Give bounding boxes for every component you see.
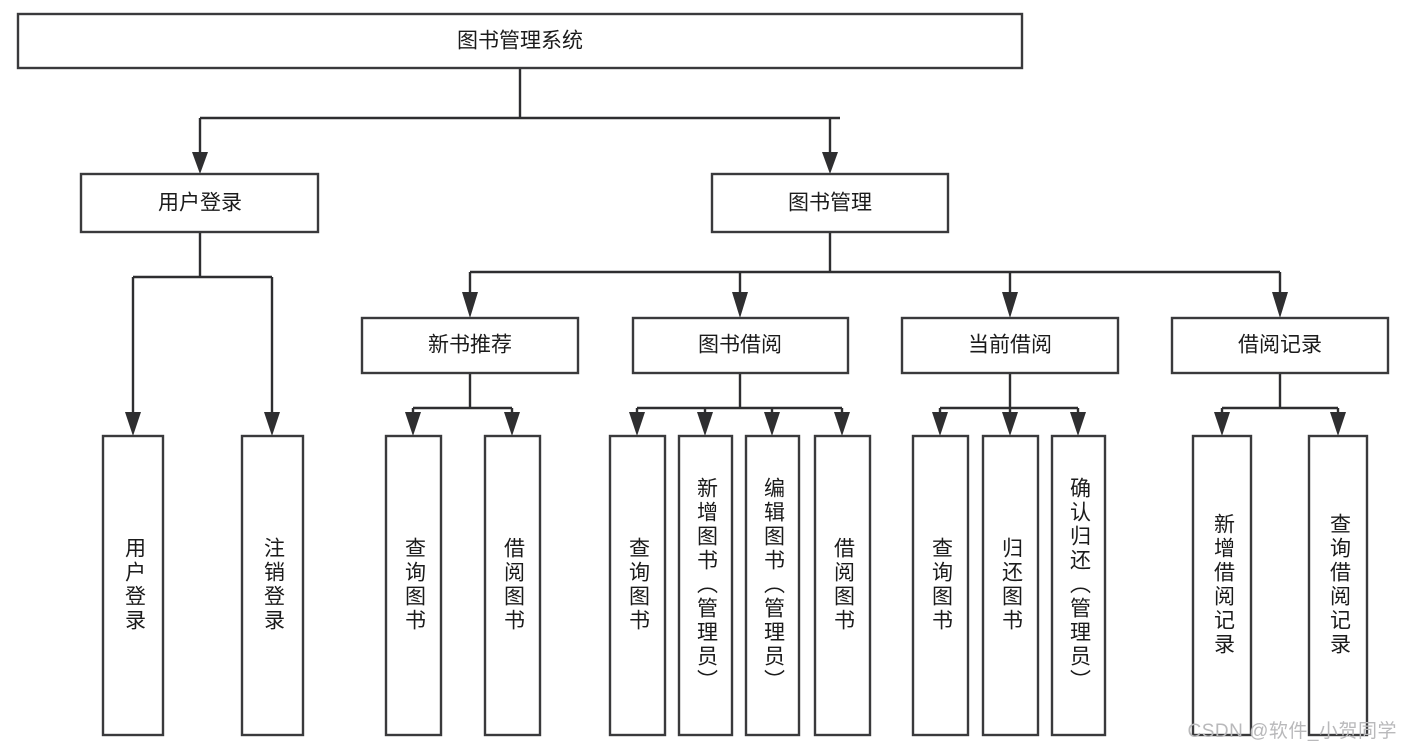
node-leaf-logout[interactable]: 注销登录 [240,434,305,737]
arrow-to-book-manage [822,152,838,174]
node-leaf-confirm-return-label: 确认归还（管理员） [1067,477,1091,693]
node-leaf-borrow-book-1-label: 借阅图书 [501,537,525,633]
node-book-manage[interactable]: 图书管理 [710,172,950,234]
arrow-to-leaf-edit-book [764,412,780,436]
node-leaf-confirm-return[interactable]: 确认归还（管理员） [1050,434,1107,737]
node-leaf-query-book-2-label: 查询图书 [626,537,650,633]
arrow-to-leaf-return-book [1002,412,1018,436]
node-leaf-query-book-3-box[interactable] [911,434,970,737]
connector-book-manage-bus [468,232,1282,296]
connector-root-bus [198,68,840,160]
connector-book-borrow-bus [635,373,844,418]
node-user-login-label: 用户登录 [158,192,242,215]
node-leaf-borrow-book-1[interactable]: 借阅图书 [483,434,542,737]
arrow-to-leaf-borrow-book-1 [504,412,520,436]
node-leaf-logout-label: 注销登录 [261,537,285,633]
node-leaf-add-book-label: 新增图书（管理员） [694,477,718,693]
arrow-to-leaf-borrow-book-2 [834,412,850,436]
node-leaf-query-book-2-box[interactable] [608,434,667,737]
connector-group-book-manage-to-level3 [462,232,1288,318]
node-leaf-query-record-label: 查询借阅记录 [1327,513,1351,657]
node-leaf-borrow-book-2-label: 借阅图书 [831,537,855,633]
arrow-to-user-login [192,152,208,174]
node-book-borrow[interactable]: 图书借阅 [631,316,850,375]
arrow-to-leaf-add-book [697,412,713,436]
node-leaf-query-book-1-label: 查询图书 [402,537,426,633]
node-leaf-query-record[interactable]: 查询借阅记录 [1307,434,1369,737]
connector-group-user-login-to-leaves [125,232,280,436]
node-book-borrow-label: 图书借阅 [698,334,782,357]
node-book-borrow-box[interactable] [631,316,850,375]
node-current-borrow-box[interactable] [900,316,1120,375]
connector-group-current-borrow-to-leaves [932,373,1086,436]
connector-current-borrow-bus [938,373,1080,418]
node-leaf-add-record-label: 新增借阅记录 [1211,513,1235,657]
arrow-to-leaf-user-login [125,412,141,436]
arrow-to-leaf-query-book-3 [932,412,948,436]
node-leaf-logout-box[interactable] [240,434,305,737]
node-book-manage-label: 图书管理 [788,192,872,215]
node-leaf-return-book-box[interactable] [981,434,1040,737]
node-leaf-return-book[interactable]: 归还图书 [981,434,1040,737]
connector-group-root-to-level2 [192,68,840,174]
node-root-box[interactable] [16,12,1024,70]
connector-group-new-book-recommend-to-leaves [405,373,520,436]
node-leaf-borrow-book-2-box[interactable] [813,434,872,737]
node-leaf-query-book-1-box[interactable] [384,434,443,737]
arrow-to-leaf-query-record [1330,412,1346,436]
node-leaf-borrow-book-2[interactable]: 借阅图书 [813,434,872,737]
connector-user-login-bus [131,232,274,418]
node-new-book-recommend-label: 新书推荐 [428,334,512,357]
node-leaf-user-login[interactable]: 用户登录 [101,434,165,737]
node-leaf-return-book-label: 归还图书 [999,537,1023,633]
node-leaf-query-book-3[interactable]: 查询图书 [911,434,970,737]
node-leaf-add-record[interactable]: 新增借阅记录 [1191,434,1253,737]
node-leaf-query-book-1[interactable]: 查询图书 [384,434,443,737]
node-user-login-box[interactable] [79,172,320,234]
node-user-login[interactable]: 用户登录 [79,172,320,234]
node-borrow-record-label: 借阅记录 [1238,334,1322,357]
arrow-to-book-borrow [732,292,748,318]
arrow-to-current-borrow [1002,292,1018,318]
arrow-to-leaf-confirm-return [1070,412,1086,436]
arrow-to-leaf-query-book-1 [405,412,421,436]
node-new-book-recommend-box[interactable] [360,316,580,375]
node-current-borrow-label: 当前借阅 [968,334,1052,357]
node-leaf-add-book[interactable]: 新增图书（管理员） [677,434,734,737]
node-leaf-add-record-box[interactable] [1191,434,1253,737]
node-leaf-query-record-box[interactable] [1307,434,1369,737]
node-leaf-query-book-2[interactable]: 查询图书 [608,434,667,737]
node-leaf-confirm-return-box[interactable] [1050,434,1107,737]
connector-new-book-recommend-bus [411,373,514,418]
node-root[interactable]: 图书管理系统 [16,12,1024,70]
arrow-to-leaf-logout [264,412,280,436]
node-leaf-query-book-3-label: 查询图书 [929,537,953,633]
node-book-manage-box[interactable] [710,172,950,234]
node-current-borrow[interactable]: 当前借阅 [900,316,1120,375]
node-leaf-user-login-label: 用户登录 [122,537,146,633]
connector-borrow-record-bus [1220,373,1340,418]
node-leaf-user-login-box[interactable] [101,434,165,737]
node-root-label: 图书管理系统 [457,30,583,53]
node-new-book-recommend[interactable]: 新书推荐 [360,316,580,375]
node-leaf-add-book-box[interactable] [677,434,734,737]
node-leaf-borrow-book-1-box[interactable] [483,434,542,737]
node-leaf-edit-book-label: 编辑图书（管理员） [761,477,785,693]
node-borrow-record[interactable]: 借阅记录 [1170,316,1390,375]
node-leaf-edit-book-box[interactable] [744,434,801,737]
arrow-to-leaf-query-book-2 [629,412,645,436]
connector-group-book-borrow-to-leaves [629,373,850,436]
connector-group-borrow-record-to-leaves [1214,373,1346,436]
node-leaf-edit-book[interactable]: 编辑图书（管理员） [744,434,801,737]
arrow-to-new-book-recommend [462,292,478,318]
node-borrow-record-box[interactable] [1170,316,1390,375]
arrow-to-borrow-record [1272,292,1288,318]
arrow-to-leaf-add-record [1214,412,1230,436]
